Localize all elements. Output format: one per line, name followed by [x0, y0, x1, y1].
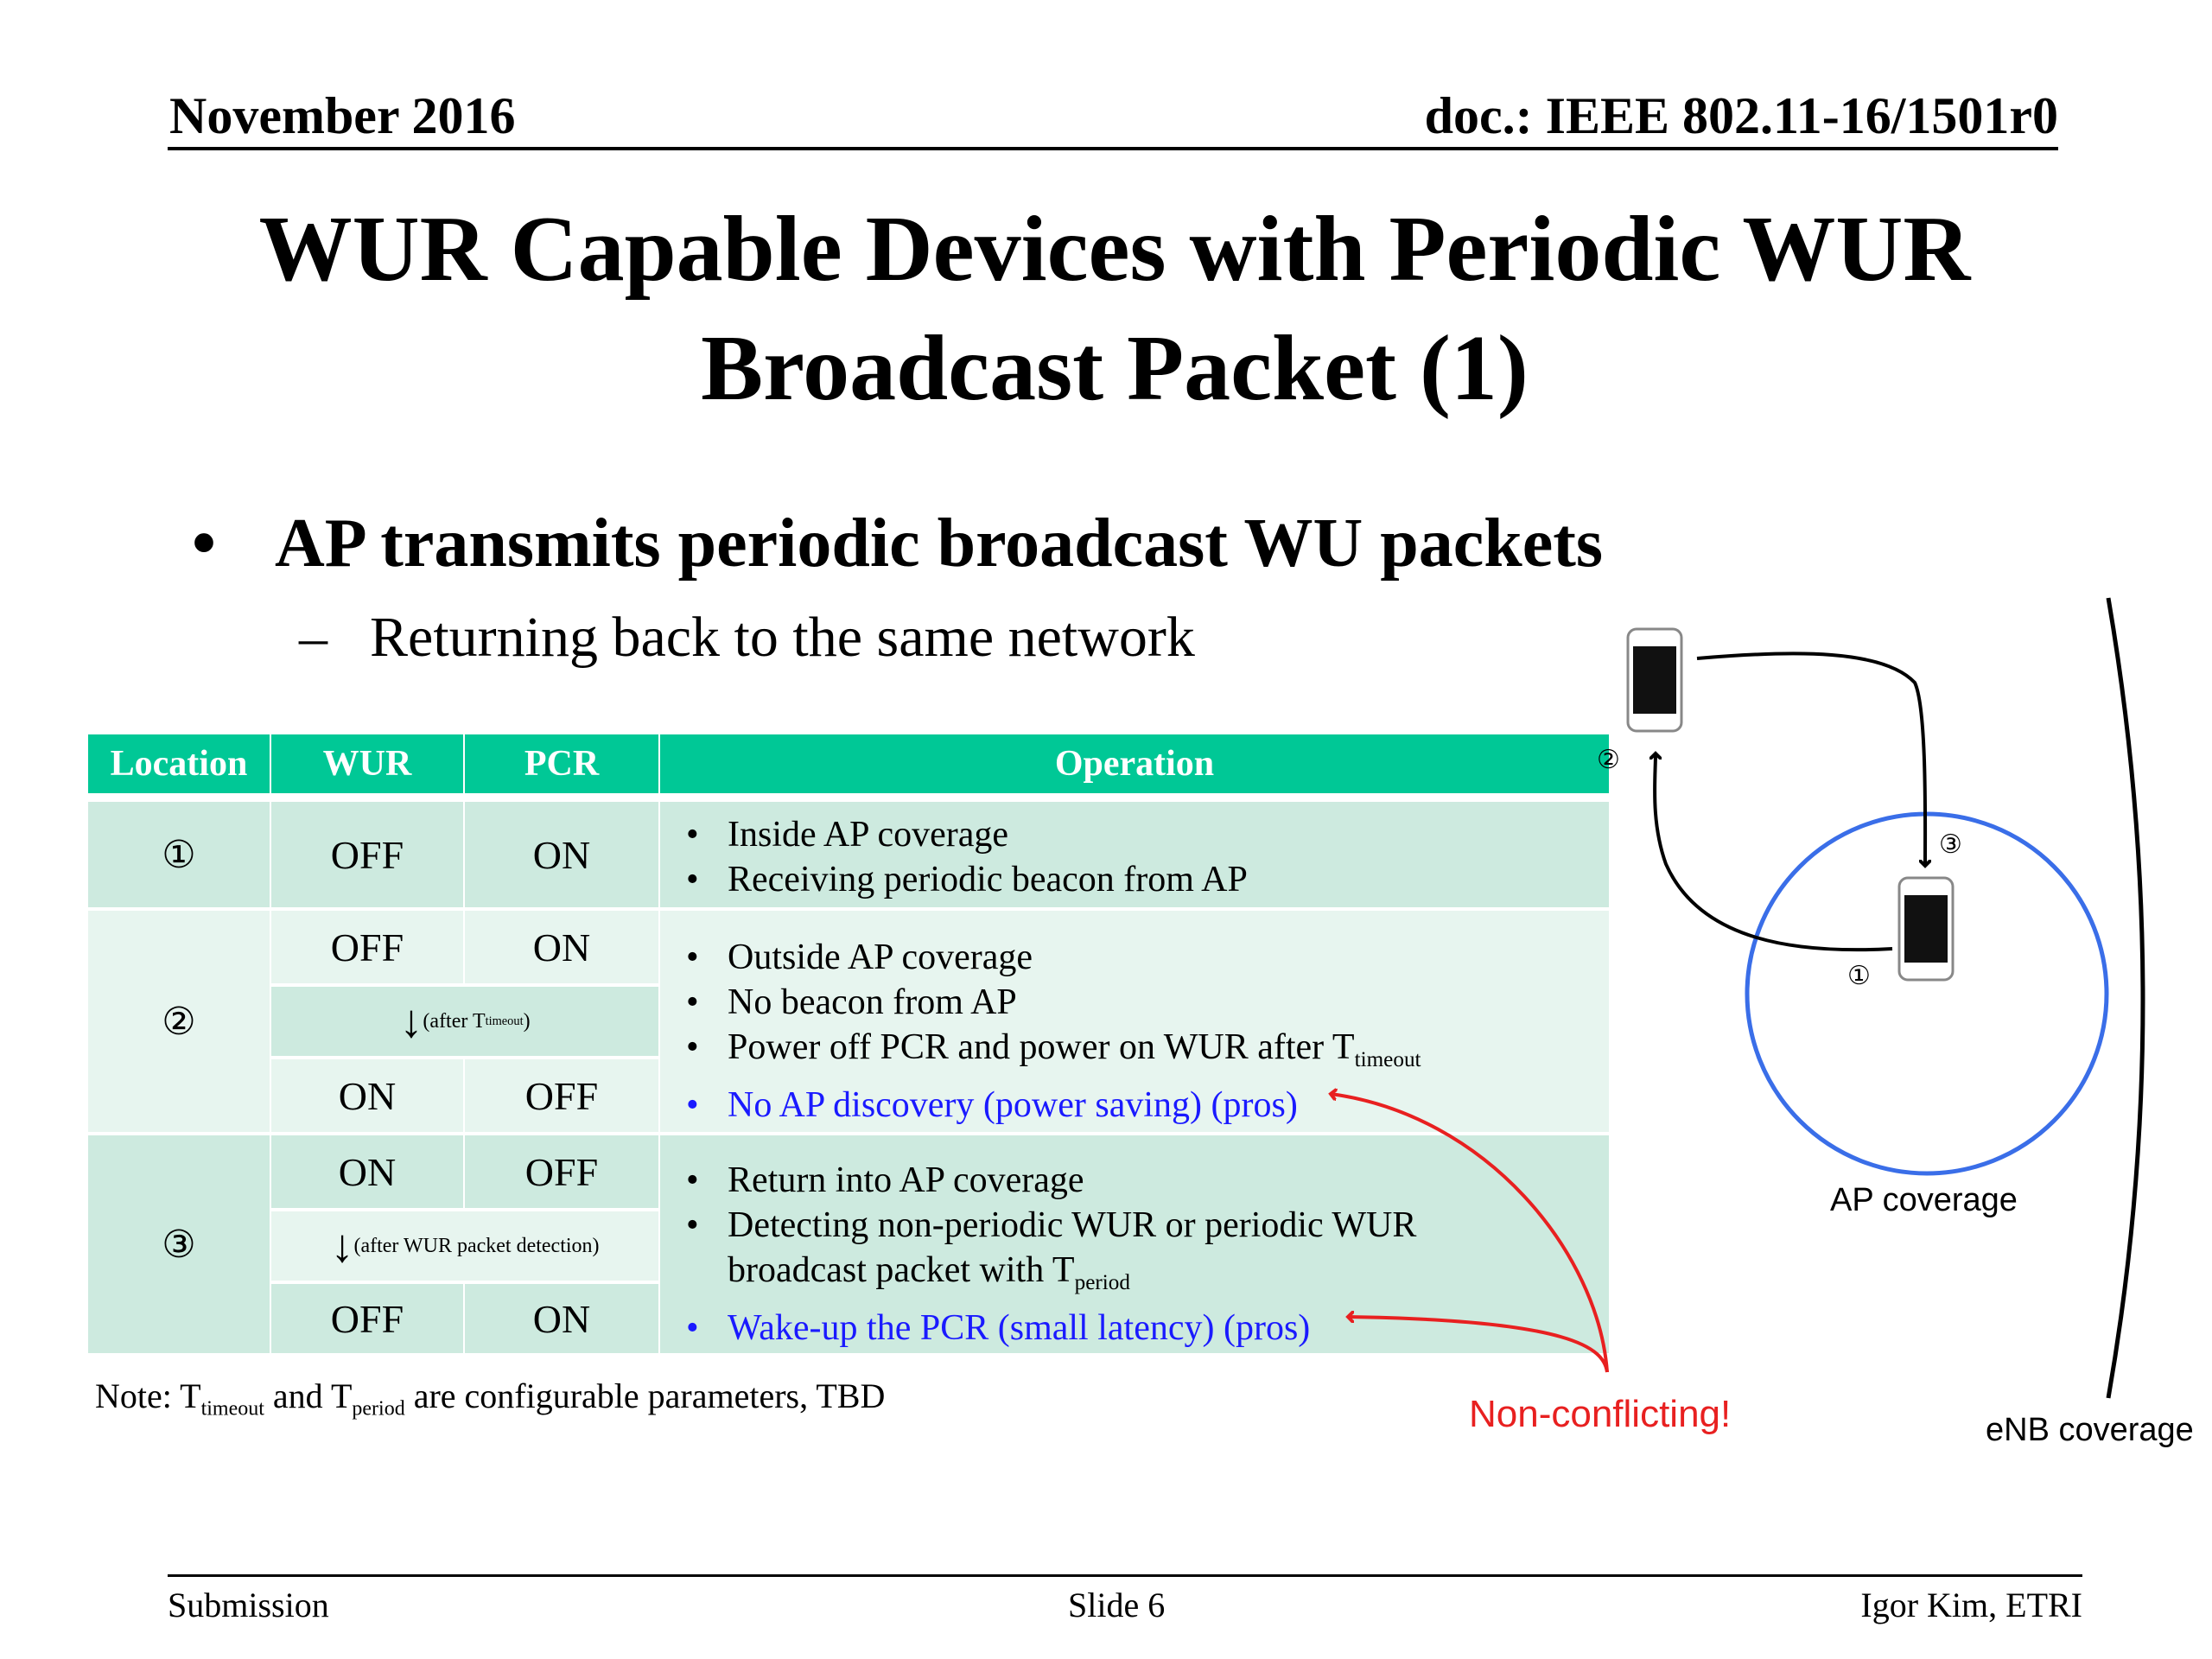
bullet-symbol: •	[192, 505, 217, 582]
transition-label: (after WUR packet detection)	[353, 1234, 600, 1257]
non-conflicting-label: Non-conflicting!	[1469, 1393, 1732, 1435]
row3-pcr-before: OFF	[465, 1135, 658, 1208]
op-text: No beacon from AP	[728, 982, 1017, 1022]
row1-wur: OFF	[271, 802, 463, 907]
row3-location: ③	[88, 1135, 270, 1353]
header-operation: Operation	[660, 734, 1609, 793]
marker-position-3: ③	[1939, 830, 1962, 860]
row3-location-marker: ③	[162, 1222, 196, 1267]
sub-bullet-symbol: –	[299, 606, 327, 669]
row2-location-marker: ②	[162, 999, 196, 1044]
row1-operation: •Inside AP coverage •Receiving periodic …	[660, 802, 1609, 907]
op-item: •No beacon from AP	[686, 980, 1017, 1025]
ap-coverage-circle	[1745, 811, 2109, 1176]
footer-submission: Submission	[168, 1586, 329, 1624]
row2-pcr-before: ON	[465, 911, 658, 983]
movement-arrow-out	[1655, 753, 1893, 952]
op-item-pros: •Wake-up the PCR (small latency) (pros)	[686, 1306, 1310, 1351]
op-item: •Inside AP coverage	[686, 812, 1008, 857]
note-mid: and T	[264, 1376, 353, 1415]
footer-slide-number: Slide 6	[1068, 1586, 1166, 1624]
header-rule	[168, 147, 2058, 150]
op-text: Power off PCR and power on WUR after T	[728, 1027, 1355, 1067]
row3-transition: ↓(after WUR packet detection)	[271, 1211, 658, 1281]
slide-title: WUR Capable Devices with Periodic WUR Br…	[156, 190, 2074, 429]
op-text: Receiving periodic beacon from AP	[728, 860, 1248, 899]
op-text: Outside AP coverage	[728, 938, 1033, 977]
phone-icon	[1897, 876, 1955, 982]
footer-author: Igor Kim, ETRI	[1860, 1586, 2082, 1624]
header-location: Location	[88, 734, 270, 793]
slide-title-line1: WUR Capable Devices with Periodic WUR	[258, 198, 1971, 301]
header-date: November 2016	[169, 87, 516, 144]
row2-location: ②	[88, 911, 270, 1132]
op-sub: period	[1074, 1270, 1130, 1294]
down-arrow-icon: ↓	[330, 1220, 354, 1272]
operation-table: Location WUR PCR Operation ① OFF ON •Ins…	[88, 734, 1609, 1353]
row2-wur-before: OFF	[271, 911, 463, 983]
row2-pcr-after: OFF	[465, 1059, 658, 1132]
marker-position-2: ②	[1597, 745, 1620, 775]
note-sub-period: period	[352, 1397, 405, 1421]
down-arrow-icon: ↓	[399, 995, 423, 1047]
main-bullet-text: AP transmits periodic broadcast WU packe…	[275, 505, 1604, 582]
row2-operation: •Outside AP coverage •No beacon from AP …	[660, 911, 1609, 1132]
slide-title-line2: Broadcast Packet (1)	[701, 317, 1529, 420]
header-doc-id: doc.: IEEE 802.11-16/1501r0	[1424, 87, 2058, 144]
op-text: Detecting non-periodic WUR or periodic W…	[728, 1205, 1417, 1290]
table-note: Note: Ttimeout and Tperiod are configura…	[95, 1376, 885, 1421]
op-text: Inside AP coverage	[728, 815, 1009, 855]
row2-wur-after: ON	[271, 1059, 463, 1132]
marker-position-1: ①	[1847, 961, 1871, 991]
note-pre: Note: T	[95, 1376, 201, 1415]
ap-coverage-label: AP coverage	[1830, 1182, 2018, 1218]
row3-pcr-after: ON	[465, 1284, 658, 1353]
row3-wur-before: ON	[271, 1135, 463, 1208]
enb-coverage-label: eNB coverage	[1986, 1412, 2194, 1448]
phone-icon	[1626, 627, 1683, 733]
row1-location: ①	[88, 802, 270, 907]
op-text: Wake-up the PCR (small latency) (pros)	[728, 1307, 1311, 1348]
op-item: •Return into AP coverage	[686, 1158, 1084, 1203]
main-bullet: • AP transmits periodic broadcast WU pack…	[192, 505, 1603, 583]
footer-rule	[168, 1574, 2082, 1577]
transition-label: (after T	[423, 1009, 486, 1033]
note-sub-timeout: timeout	[200, 1397, 264, 1421]
movement-arrow-return	[1696, 652, 1925, 866]
header-wur: WUR	[271, 734, 463, 793]
op-item: •Outside AP coverage	[686, 935, 1033, 980]
op-item: •Power off PCR and power on WUR after Tt…	[686, 1027, 1421, 1071]
transition-close: )	[523, 1009, 531, 1033]
op-text: Return into AP coverage	[728, 1160, 1084, 1200]
op-item-pros: •No AP discovery (power saving) (pros)	[686, 1083, 1298, 1128]
row3-operation: •Return into AP coverage •Detecting non-…	[660, 1135, 1609, 1353]
enb-coverage-boundary	[2106, 597, 2145, 1399]
row3-wur-after: OFF	[271, 1284, 463, 1353]
op-item: •Receiving periodic beacon from AP	[686, 857, 1248, 902]
row1-location-marker: ①	[162, 832, 196, 877]
transition-sub: timeout	[485, 1014, 524, 1028]
op-sub: timeout	[1354, 1047, 1421, 1071]
op-item: •Detecting non-periodic WUR or periodic …	[686, 1205, 1417, 1294]
sub-bullet: –Returning back to the same network	[299, 605, 1195, 671]
header-pcr: PCR	[465, 734, 658, 793]
sub-bullet-text: Returning back to the same network	[370, 606, 1195, 669]
row1-pcr: ON	[465, 802, 658, 907]
note-post: are configurable parameters, TBD	[404, 1376, 886, 1415]
op-text: No AP discovery (power saving) (pros)	[728, 1084, 1298, 1125]
